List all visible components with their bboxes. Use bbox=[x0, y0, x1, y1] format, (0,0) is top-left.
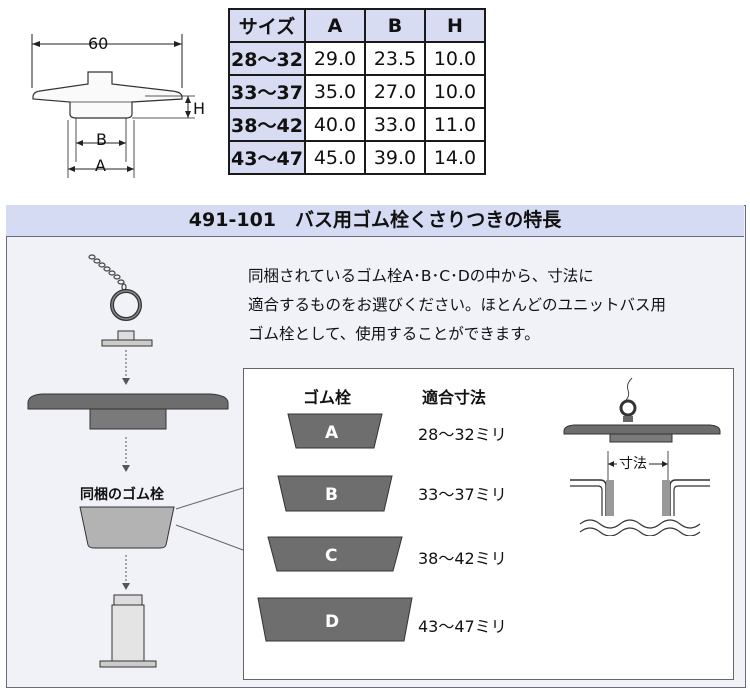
table-cell: 40.0 bbox=[304, 107, 366, 142]
intro-line: 適合するものをお選びください。ほとんどのユニットバス用 bbox=[248, 296, 667, 314]
table-cell: 27.0 bbox=[364, 74, 426, 109]
table-cell: 29.0 bbox=[304, 41, 366, 76]
table-cell: 14.0 bbox=[424, 140, 486, 175]
callout-lines bbox=[175, 487, 244, 551]
dimension-drawing bbox=[31, 34, 195, 178]
size-table-header: A bbox=[304, 8, 366, 43]
size-table: サイズ A B H 28～32 29.0 23.5 10.0 33～37 35.… bbox=[228, 8, 486, 175]
size-range-cell: 33～37 bbox=[228, 74, 306, 109]
table-cell: 33.0 bbox=[364, 107, 426, 142]
stopper-b-letter: B bbox=[325, 485, 338, 505]
stopper-a-range: 28～32ミリ bbox=[418, 425, 507, 444]
stopper-d-letter: D bbox=[325, 612, 340, 632]
dim-a-label: A bbox=[95, 156, 106, 175]
table-row: 43～47 45.0 39.0 14.0 bbox=[228, 140, 486, 175]
stopper-b-range: 33～37ミリ bbox=[418, 485, 507, 504]
product-illustration bbox=[27, 254, 229, 668]
table-cell: 10.0 bbox=[424, 41, 486, 76]
size-range-cell: 38～42 bbox=[228, 107, 306, 142]
installed-section-illustration bbox=[563, 377, 721, 536]
intro-line: 同梱されているゴム栓A･B･C･Dの中から、寸法に bbox=[248, 267, 594, 285]
bundled-stopper-label: 同梱のゴム栓 bbox=[80, 487, 164, 503]
stopper-c-letter: C bbox=[325, 546, 338, 566]
table-cell: 35.0 bbox=[304, 74, 366, 109]
dimension-label: 寸法 bbox=[617, 453, 649, 473]
intro-line: ゴム栓として、使用することができます。 bbox=[248, 325, 540, 343]
dim-b-label: B bbox=[96, 130, 107, 149]
table-cell: 10.0 bbox=[424, 74, 486, 109]
dim-width-label: 60 bbox=[88, 34, 109, 53]
stopper-shapes bbox=[257, 413, 413, 642]
table-cell: 39.0 bbox=[364, 140, 426, 175]
stopper-d-range: 43～47ミリ bbox=[418, 617, 507, 636]
table-row: 28～32 29.0 23.5 10.0 bbox=[228, 41, 486, 76]
size-table-header: B bbox=[364, 8, 426, 43]
size-range-cell: 28～32 bbox=[228, 41, 306, 76]
col-stopper-header: ゴム栓 bbox=[303, 388, 352, 407]
table-cell: 23.5 bbox=[364, 41, 426, 76]
intro-text: 同梱されているゴム栓A･B･C･Dの中から、寸法に 適合するものをお選びください… bbox=[248, 262, 738, 349]
table-cell: 11.0 bbox=[424, 107, 486, 142]
table-row: 33～37 35.0 27.0 10.0 bbox=[228, 74, 486, 109]
table-row: 38～42 40.0 33.0 11.0 bbox=[228, 107, 486, 142]
table-cell: 45.0 bbox=[304, 140, 366, 175]
size-table-header-row: サイズ A B H bbox=[228, 8, 486, 43]
col-size-header: 適合寸法 bbox=[422, 388, 487, 407]
size-range-cell: 43～47 bbox=[228, 140, 306, 175]
stopper-c-range: 38～42ミリ bbox=[418, 549, 507, 568]
size-table-header: サイズ bbox=[228, 8, 306, 43]
feature-title: 491-101 バス用ゴム栓くさりつきの特長 bbox=[6, 205, 744, 237]
stopper-a-letter: A bbox=[325, 423, 339, 443]
dim-h-label: H bbox=[193, 99, 206, 118]
size-table-header: H bbox=[424, 8, 486, 43]
